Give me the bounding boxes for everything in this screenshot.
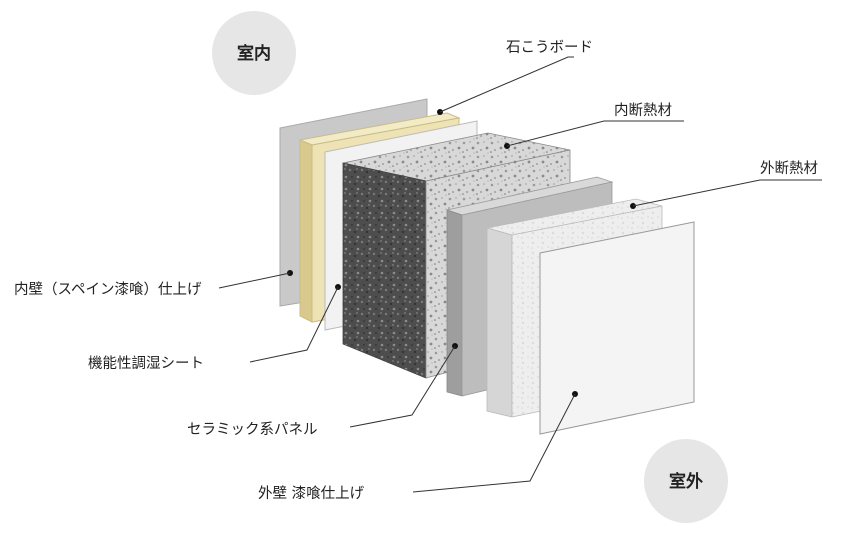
indoor-badge-label: 室内 (237, 43, 271, 64)
indoor-badge: 室内 (212, 11, 296, 95)
label-ceramic-panel: セラミック系パネル (187, 421, 318, 438)
label-inner-wall-finish: 内壁（スペイン漆喰）仕上げ (14, 281, 202, 298)
outdoor-badge: 室外 (644, 439, 728, 523)
label-outer-wall-finish: 外壁 漆喰仕上げ (258, 485, 365, 502)
outer-plaster-layer (539, 221, 695, 435)
callout-outer-insulation: 外断熱材 (630, 160, 822, 209)
callout-ceramic-panel: セラミック系パネル (187, 343, 458, 438)
label-gypsum-board: 石こうボード (506, 39, 593, 56)
callout-inner-wall-finish: 内壁（スペイン漆喰）仕上げ (14, 270, 293, 298)
label-humidity-sheet: 機能性調湿シート (88, 355, 204, 372)
callout-outer-wall-finish: 外壁 漆喰仕上げ (258, 391, 578, 502)
label-inner-insulation: 内断熱材 (614, 102, 672, 119)
callout-inner-insulation: 内断熱材 (504, 102, 684, 149)
outdoor-badge-label: 室外 (669, 471, 703, 492)
callout-humidity-sheet: 機能性調湿シート (88, 284, 341, 372)
label-outer-insulation: 外断熱材 (760, 160, 818, 177)
callout-gypsum-board: 石こうボード (437, 39, 593, 115)
